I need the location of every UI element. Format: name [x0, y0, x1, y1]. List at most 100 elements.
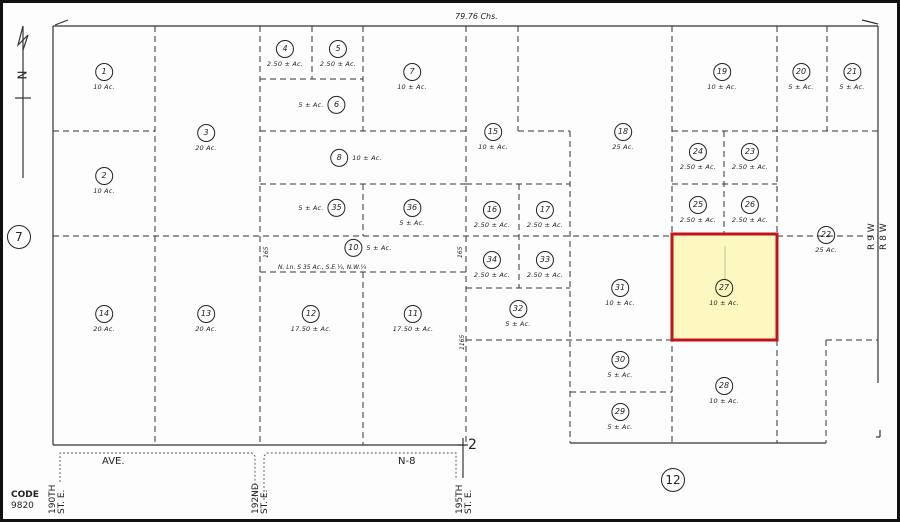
parcel-number: 2 [95, 167, 113, 185]
parcel-number: 36 [402, 199, 421, 217]
parcel-number: 16 [482, 201, 501, 219]
parcel-acres: 10 Ac. [93, 83, 115, 91]
parcel-number: 25 [688, 196, 707, 214]
parcel-number: 13 [197, 305, 215, 323]
parcel-number: 26 [740, 196, 759, 214]
parcel-11[interactable]: 11 17.50 ± Ac. [393, 303, 433, 333]
range-label-8w: R 8 W [879, 223, 889, 250]
parcel-3[interactable]: 3 20 Ac. [195, 122, 217, 152]
parcel-28[interactable]: 28 10 ± Ac. [709, 375, 739, 405]
parcel-acres: 10 ± Ac. [478, 143, 508, 151]
parcel-acres: 20 Ac. [93, 325, 115, 333]
parcel-acres: 10 ± Ac. [605, 299, 635, 307]
parcel-number: 12 [301, 305, 320, 323]
parcel-26[interactable]: 26 2.50 ± Ac. [732, 194, 768, 224]
corner-label: 2 [468, 437, 477, 453]
code-value: 9820 [11, 501, 34, 511]
parcel-number: 31 [610, 279, 629, 297]
parcel-acres: 2.50 ± Ac. [679, 163, 717, 171]
section-number-bottom: 12 [661, 468, 685, 492]
section-number-left: 7 [7, 225, 31, 249]
parcel-number: 30 [610, 351, 629, 369]
parcel-17[interactable]: 17 2.50 ± Ac. [527, 199, 563, 229]
parcel-acres: 10 ± Ac. [709, 397, 739, 405]
parcel-23[interactable]: 23 2.50 ± Ac. [732, 141, 768, 171]
parcel-number: 27 [714, 279, 733, 297]
street-190th-line2: ST. E. [57, 489, 67, 514]
parcel-number: 18 [614, 123, 632, 141]
parcel-22[interactable]: 22 25 Ac. [815, 224, 837, 254]
parcel-24[interactable]: 24 2.50 ± Ac. [680, 141, 716, 171]
parcel-acres: 5 ± Ac. [788, 83, 814, 91]
parcel-1[interactable]: 1 10 Ac. [93, 61, 115, 91]
parcel-acres: 2.50 ± Ac. [526, 221, 564, 229]
parcel-acres: 17.50 ± Ac. [392, 325, 434, 333]
parcel-acres: 20 Ac. [195, 144, 217, 152]
parcel-acres: 10 Ac. [93, 187, 115, 195]
parcel-number: 17 [535, 201, 554, 219]
parcel-acres: 2.50 ± Ac. [731, 216, 769, 224]
parcel-27-highlighted[interactable]: 27 10 ± Ac. [709, 277, 739, 307]
parcel-acres: 20 Ac. [195, 325, 217, 333]
parcel-acres: 2.50 ± Ac. [473, 271, 511, 279]
parcel-acres: 2.50 ± Ac. [473, 221, 511, 229]
parcel-number: 3 [197, 124, 215, 142]
parcel-36[interactable]: 36 5 ± Ac. [399, 197, 424, 227]
parcel-acres: 25 Ac. [612, 143, 634, 151]
parcel-acres: 5 ± Ac. [399, 219, 425, 227]
parcel-10-note: N. Ln. S 35 Ac., S.E.¼, N.W.¼ [278, 264, 367, 271]
parcel-number: 28 [714, 377, 733, 395]
parcel-number: 11 [403, 305, 422, 323]
parcel-12[interactable]: 12 17.50 ± Ac. [291, 303, 331, 333]
parcel-acres: 25 Ac. [815, 246, 837, 254]
parcel-acres: 10 ± Ac. [709, 299, 739, 307]
road-label-n8: N-8 [398, 456, 416, 467]
parcel-16[interactable]: 16 2.50 ± Ac. [474, 199, 510, 229]
parcel-number: 34 [482, 251, 501, 269]
code-label: CODE [11, 490, 39, 500]
parcel-number: 23 [740, 143, 759, 161]
parcel-13[interactable]: 13 20 Ac. [195, 303, 217, 333]
parcel-number: 8 [330, 148, 349, 167]
parcel-2[interactable]: 2 10 Ac. [93, 165, 115, 195]
parcel-number: 1 [95, 63, 113, 81]
dimension-165-left: 165 [263, 246, 270, 258]
parcel-acres: 17.50 ± Ac. [290, 325, 332, 333]
parcel-acres: 2.50 ± Ac. [266, 60, 304, 68]
road-label-ave: AVE. [102, 456, 125, 467]
parcel-number: 22 [817, 226, 835, 244]
parcel-6[interactable]: 5 ± Ac.6 [294, 95, 346, 114]
parcel-acres: 2.50 ± Ac. [731, 163, 769, 171]
parcel-acres: 5 ± Ac. [505, 320, 531, 328]
parcel-acres: 5 ± Ac. [298, 203, 324, 212]
street-192nd-line2: ST. E. [260, 489, 270, 514]
parcel-35[interactable]: 5 ± Ac.35 [294, 198, 346, 217]
parcel-34[interactable]: 34 2.50 ± Ac. [474, 249, 510, 279]
parcel-number: 24 [688, 143, 707, 161]
dimension-1165: 1165 [459, 334, 466, 350]
parcel-31[interactable]: 31 10 ± Ac. [605, 277, 635, 307]
parcel-number: 6 [327, 95, 346, 114]
parcel-number: 5 [328, 40, 347, 58]
north-label: N [15, 70, 30, 80]
parcel-18[interactable]: 18 25 Ac. [612, 121, 634, 151]
parcel-number: 33 [535, 251, 554, 269]
parcel-acres: 2.50 ± Ac. [679, 216, 717, 224]
parcel-25[interactable]: 25 2.50 ± Ac. [680, 194, 716, 224]
parcel-acres: 5 ± Ac. [839, 83, 865, 91]
range-label-9w: R 9 W [867, 223, 877, 250]
